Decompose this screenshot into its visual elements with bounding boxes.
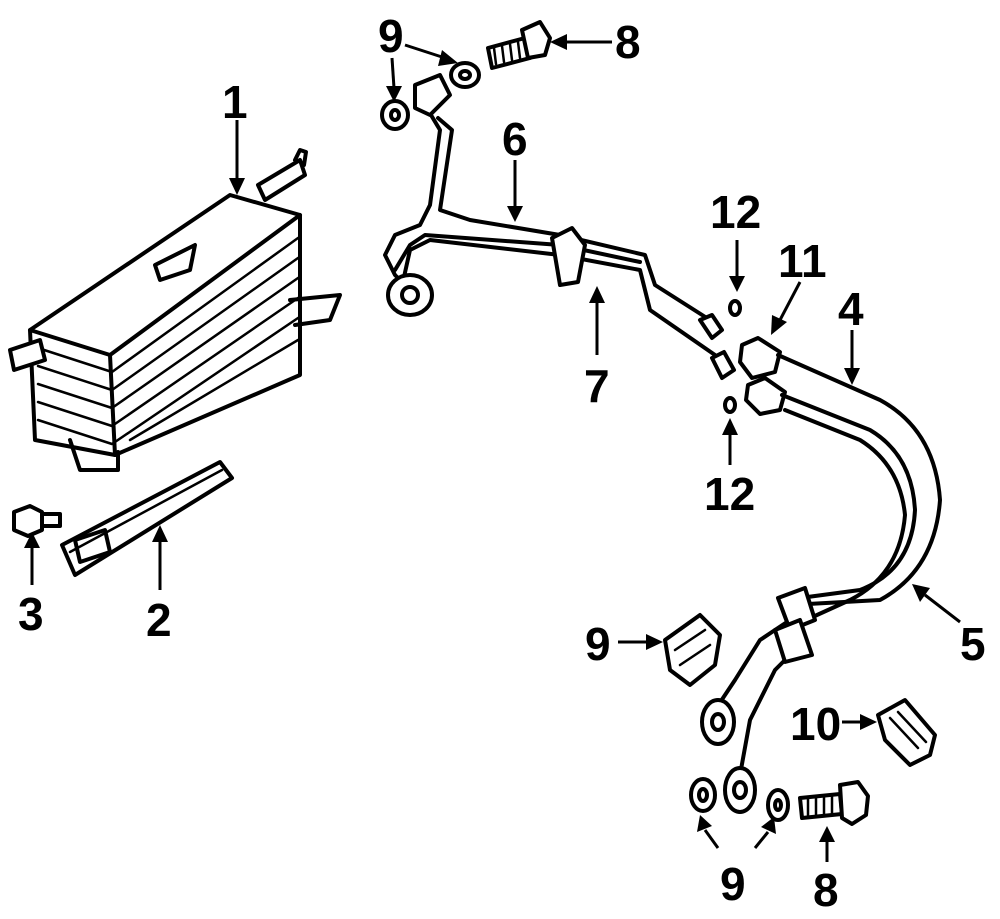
clamp-mid-part (663, 613, 722, 687)
callout-5: 5 (960, 618, 986, 670)
callout-8-bottom: 8 (813, 864, 839, 916)
callout-1: 1 (222, 76, 248, 128)
banjo-bolt-bottom-part (798, 780, 870, 826)
steel-tube-assembly-part (383, 73, 736, 380)
callout-6: 6 (502, 113, 528, 165)
callout-9-top: 9 (378, 10, 404, 62)
callout-9-mid: 9 (585, 618, 611, 670)
banjo-bolt-top-part (486, 20, 552, 70)
clamp-part (876, 698, 937, 767)
callout-labels: 1 2 3 4 5 6 7 8 9 9 9 10 11 12 12 8 (18, 10, 986, 916)
oil-cooler-part (8, 148, 342, 472)
callout-4: 4 (838, 283, 864, 335)
washers-top-part (380, 61, 481, 131)
rubber-hoses-part (700, 353, 942, 814)
hose-fittings-part (738, 336, 787, 416)
callout-9-bottom: 9 (720, 858, 746, 910)
callout-12-top: 12 (710, 186, 761, 238)
callout-2: 2 (146, 594, 172, 646)
callout-7: 7 (584, 360, 610, 412)
washers-bottom-part (689, 777, 790, 822)
callout-3: 3 (18, 588, 44, 640)
callout-8-top: 8 (615, 16, 641, 68)
callout-12-bottom: 12 (704, 468, 755, 520)
bolt-part (12, 504, 62, 538)
callout-11: 11 (778, 235, 827, 287)
bracket-part (60, 460, 234, 577)
callout-10: 10 (790, 698, 841, 750)
o-rings-part (723, 299, 742, 414)
leader-lines (24, 34, 961, 862)
